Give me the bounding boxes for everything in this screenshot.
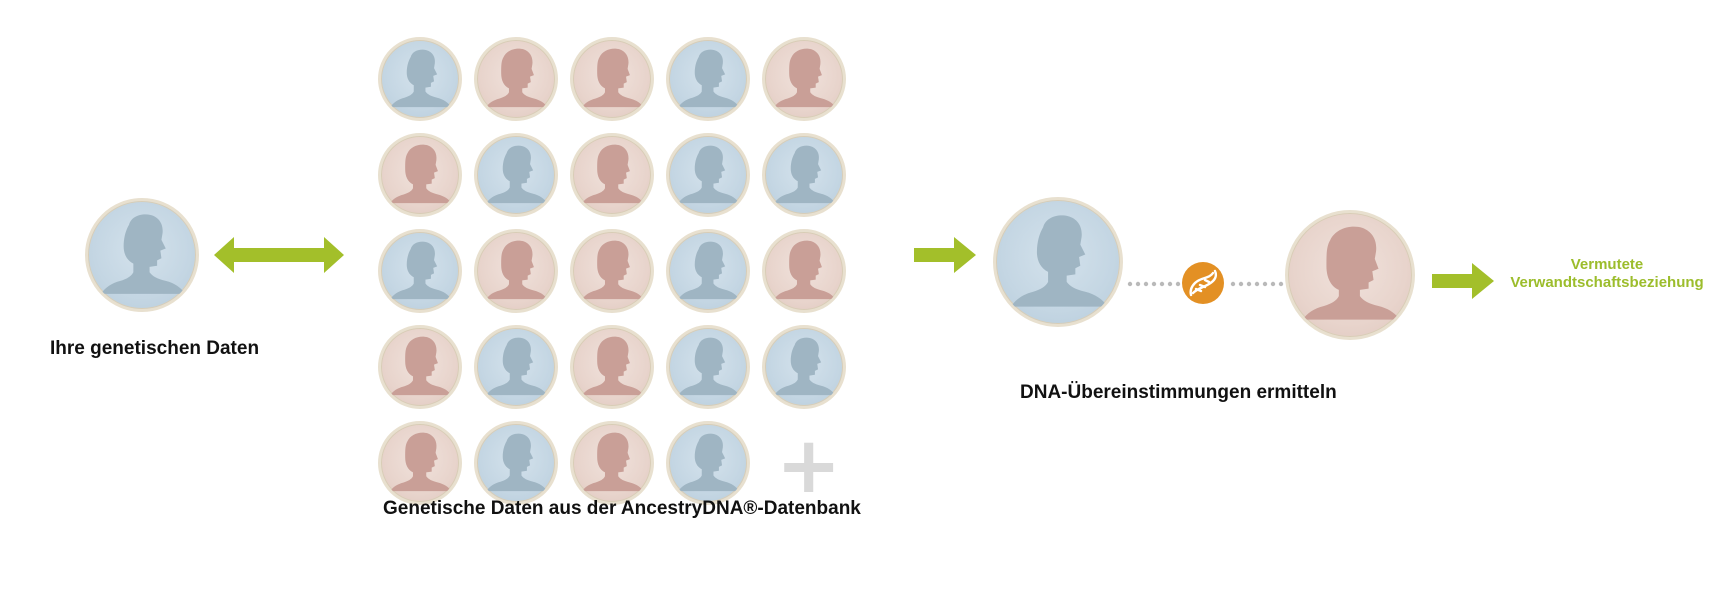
arrow-right-result-icon <box>1432 263 1494 299</box>
database-avatar-female <box>762 37 846 121</box>
your-data-avatar <box>85 198 199 312</box>
database-avatar-male <box>474 421 558 505</box>
database-avatar-male <box>666 325 750 409</box>
female-silhouette-icon <box>765 232 843 310</box>
database-avatar-female <box>378 133 462 217</box>
result-label-line1: Vermutete <box>1570 256 1644 273</box>
match-avatar-male <box>993 197 1123 327</box>
database-avatar-male <box>666 421 750 505</box>
database-grid: + <box>378 37 846 505</box>
male-silhouette-icon <box>669 40 747 118</box>
female-silhouette-icon <box>381 424 459 502</box>
database-avatar-female <box>570 229 654 313</box>
female-silhouette-icon <box>477 40 555 118</box>
database-avatar-female <box>474 37 558 121</box>
female-silhouette-icon <box>477 232 555 310</box>
database-avatar-female <box>570 421 654 505</box>
female-silhouette-icon <box>573 40 651 118</box>
male-silhouette-icon <box>669 328 747 406</box>
female-silhouette-icon <box>573 232 651 310</box>
database-avatar-male <box>378 229 462 313</box>
male-silhouette-icon <box>765 328 843 406</box>
database-avatar-male <box>666 133 750 217</box>
male-silhouette-icon <box>477 136 555 214</box>
database-avatar-female <box>378 421 462 505</box>
double-arrow-icon <box>214 237 344 273</box>
database-avatar-male <box>474 325 558 409</box>
male-silhouette-icon <box>477 424 555 502</box>
database-avatar-male <box>762 133 846 217</box>
female-silhouette-icon <box>1288 213 1412 337</box>
result-label: Vermutete Verwandtschaftsbeziehung <box>1497 256 1717 292</box>
dna-badge <box>1182 262 1224 304</box>
male-silhouette-icon <box>88 201 196 309</box>
female-silhouette-icon <box>573 424 651 502</box>
male-silhouette-icon <box>381 40 459 118</box>
matches-label: DNA-Übereinstimmungen ermitteln <box>1020 382 1337 403</box>
male-silhouette-icon <box>381 232 459 310</box>
database-avatar-male <box>666 37 750 121</box>
dna-helix-icon <box>1189 269 1218 297</box>
dotted-connector-right <box>1230 281 1290 287</box>
male-silhouette-icon <box>477 328 555 406</box>
your-data-label: Ihre genetischen Daten <box>50 338 260 359</box>
database-avatar-female <box>570 37 654 121</box>
male-silhouette-icon <box>669 232 747 310</box>
male-silhouette-icon <box>669 136 747 214</box>
match-avatar-female <box>1285 210 1415 340</box>
male-silhouette-icon <box>669 424 747 502</box>
database-avatar-male <box>762 325 846 409</box>
female-silhouette-icon <box>381 136 459 214</box>
female-silhouette-icon <box>381 328 459 406</box>
database-avatar-male <box>378 37 462 121</box>
female-silhouette-icon <box>765 40 843 118</box>
database-avatar-male <box>474 133 558 217</box>
arrow-right-icon <box>914 237 976 273</box>
female-silhouette-icon <box>573 136 651 214</box>
male-silhouette-icon <box>765 136 843 214</box>
database-avatar-female <box>378 325 462 409</box>
result-label-line2: Verwandtschaftsbeziehung <box>1510 274 1704 291</box>
database-avatar-female <box>762 229 846 313</box>
plus-icon: + <box>776 421 842 511</box>
male-silhouette-icon <box>996 200 1120 324</box>
database-avatar-female <box>570 325 654 409</box>
database-label: Genetische Daten aus der AncestryDNA®-Da… <box>383 498 861 519</box>
dotted-connector-left <box>1127 281 1187 287</box>
database-avatar-female <box>474 229 558 313</box>
database-avatar-male <box>666 229 750 313</box>
female-silhouette-icon <box>573 328 651 406</box>
database-avatar-female <box>570 133 654 217</box>
